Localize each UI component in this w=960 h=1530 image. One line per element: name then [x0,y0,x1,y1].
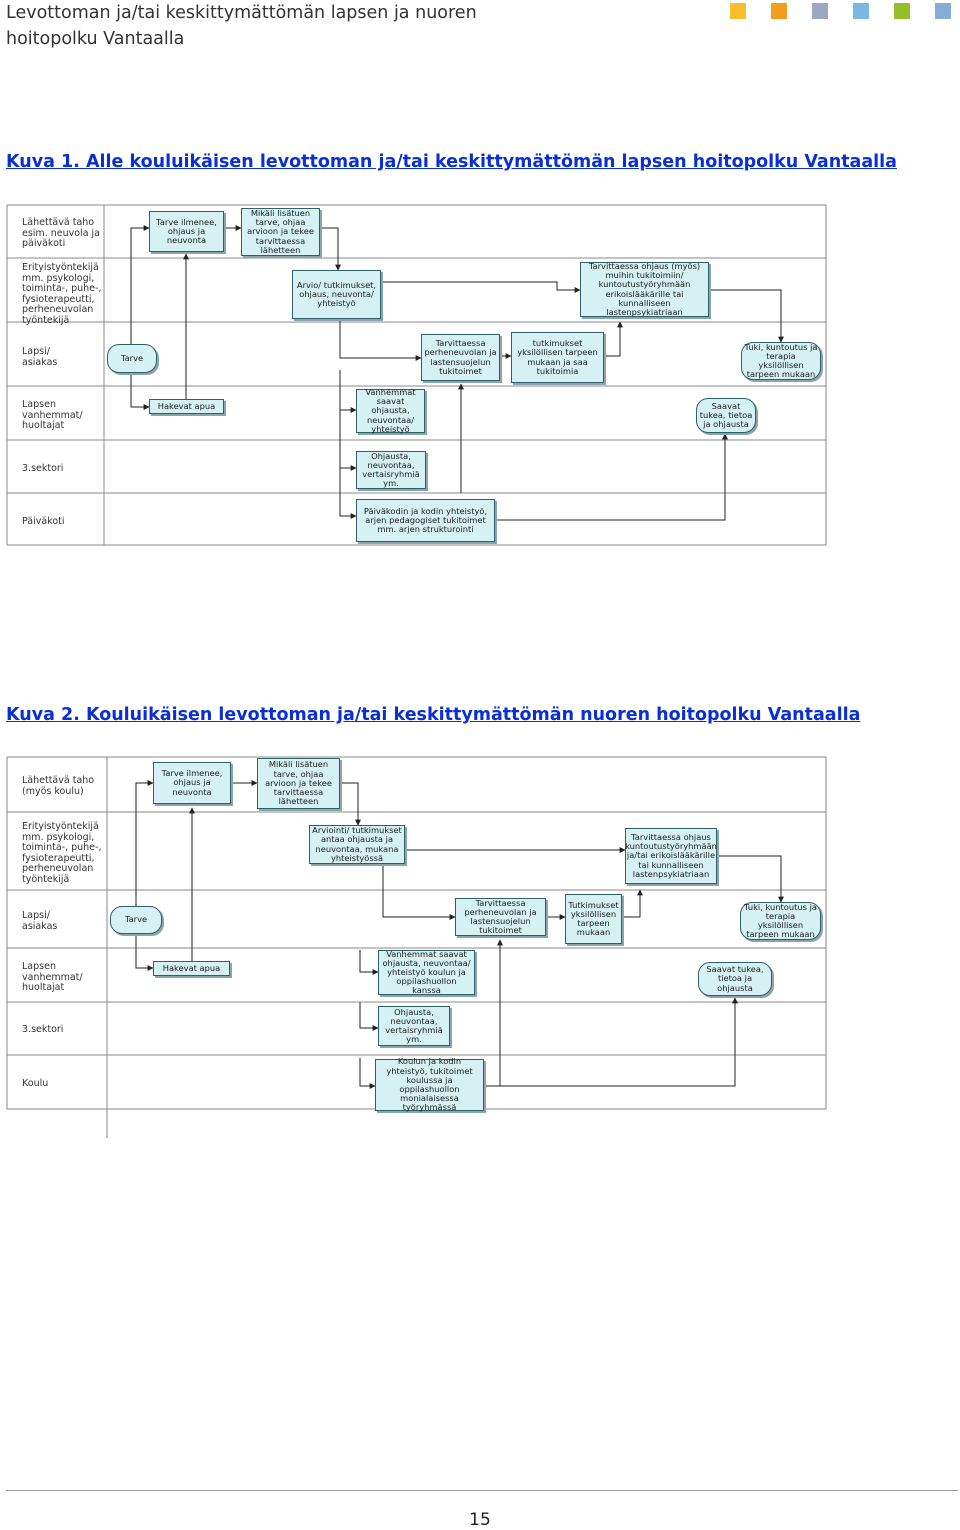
fig2-box-tarve-ilmenee: Tarve ilmenee, ohjaus ja neuvonta [153,762,231,804]
fig2-lane-vanhemmat: Lapsen vanhemmat/ huoltajat [22,961,83,993]
header-square-yellow [730,3,746,19]
fig2-box-hakevat: Hakevat apua [153,961,230,976]
fig2-box-saavat: Saavat tukea, tietoa ja ohjausta [698,962,772,996]
footer-divider [6,1490,958,1491]
fig1-lane-lapsi: Lapsi/ asiakas [22,346,58,368]
fig1-box-mikali: Mikäli lisätuen tarve, ohjaa arvioon ja … [241,208,320,256]
fig1-lane-lahettava: Lähettävä taho esim. neuvola ja päiväkot… [22,217,100,249]
fig1-box-ohjausta: Ohjausta, neuvontaa, vertaisryhmiä ym. [356,451,426,489]
fig1-box-vanhemmat: Vanhemmat saavat ohjausta, neuvontaa/ yh… [356,387,425,433]
header-square-lightblue [853,3,869,19]
fig1-box-tarve-ilmenee: Tarve ilmenee, ohjaus ja neuvonta [149,211,224,252]
fig1-lane-erityistyontekija: Erityistyöntekijä mm. psykologi, toimint… [22,262,102,326]
fig2-box-tutkimukset: Tutkimukset yksilöllisen tarpeen mukaan [565,894,622,944]
figure2-caption[interactable]: Kuva 2. Kouluikäisen levottoman ja/tai k… [6,705,861,725]
fig1-box-saavat: Saavat tukea, tietoa ja ohjausta [696,398,756,433]
fig1-box-tarvittaessa-ohjaus: Tarvittaessa ohjaus (myös) muihin tukito… [580,261,709,317]
header-square-grey [812,3,828,19]
fig1-box-arvio: Arvio/ tutkimukset, ohjaus, neuvonta/ yh… [292,270,381,319]
fig1-lane-paivakoti: Päiväkoti [22,516,65,527]
fig2-box-tarve: Tarve [110,906,162,934]
fig1-box-tutkimukset: tutkimukset yksilöllisen tarpeen mukaan … [511,332,604,383]
fig2-lane-lapsi: Lapsi/ asiakas [22,910,58,932]
fig1-lane-vanhemmat: Lapsen vanhemmat/ huoltajat [22,399,83,431]
fig1-box-paivakodin: Päiväkodin ja kodin yhteistyö, arjen ped… [356,499,495,542]
fig2-box-perheneuvola: Tarvittaessa perheneuvolan ja lastensuoj… [455,898,546,936]
header-square-green [894,3,910,19]
header-square-blue [935,3,951,19]
fig1-lane-sektori: 3.sektori [22,463,64,474]
fig1-box-perheneuvola: Tarvittaessa perheneuvolan ja lastensuoj… [421,334,500,381]
figure1-caption[interactable]: Kuva 1. Alle kouluikäisen levottoman ja/… [6,152,897,172]
fig2-lane-erityistyontekija: Erityistyöntekijä mm. psykologi, toimint… [22,821,102,885]
fig2-box-ohjausta: Ohjausta, neuvontaa, vertaisryhmiä ym. [378,1006,450,1046]
header-square-orange [771,3,787,19]
fig2-box-koulun: Koulun ja kodin yhteistyö, tukitoimet ko… [375,1057,484,1112]
fig2-box-arviointi: Arviointi/ tutkimukset antaa ohjausta ja… [309,825,405,864]
fig2-box-tuki: Tuki, kuntoutus ja terapia yksilöllisen … [740,902,821,940]
fig2-lane-lahettava: Lähettävä taho (myös koulu) [22,775,95,797]
fig1-box-tarve: Tarve [107,344,157,373]
fig2-box-vanhemmat: Vanhemmat saavat ohjausta, neuvontaa/ yh… [378,949,475,995]
fig2-lane-koulu: Koulu [22,1078,49,1089]
fig2-lane-sektori: 3.sektori [22,1024,64,1035]
fig1-box-tuki: Tuki, kuntoutus ja terapia yksilöllisen … [741,342,821,380]
page-number: 15 [469,1510,491,1530]
fig1-box-hakevat: Hakevat apua [149,399,224,414]
fig2-box-mikali: Mikäli lisätuen tarve, ohjaa arvioon ja … [257,758,340,809]
document-header-title: Levottoman ja/tai keskittymättömän lapse… [6,3,477,49]
fig2-box-tarvittaessa-ohjaus: Tarvittaessa ohjaus kuntoutustyöryhmään … [625,828,717,884]
